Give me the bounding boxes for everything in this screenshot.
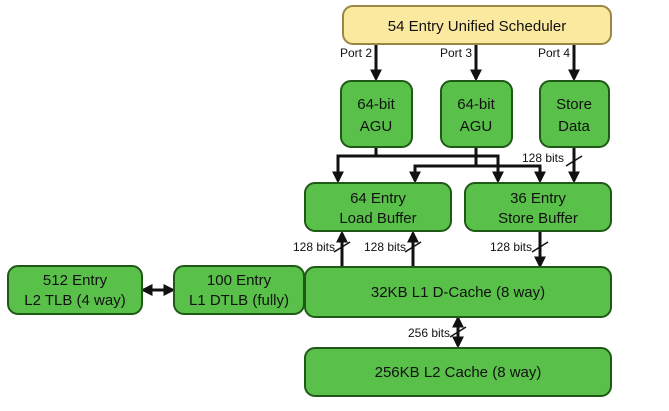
port-labels: Port 2 Port 3 Port 4: [340, 46, 570, 60]
slash-load-left: [333, 241, 351, 253]
agu2-box: 64-bit AGU: [440, 80, 513, 148]
scheduler-box: 54 Entry Unified Scheduler: [342, 5, 612, 45]
l2-tlb-label-line1: 512 Entry: [43, 272, 108, 289]
port-4-label: Port 4: [538, 46, 570, 60]
l2-tlb-label-line2: L2 TLB (4 way): [24, 292, 125, 309]
l1-dcache-box: 32KB L1 D-Cache (8 way): [304, 266, 612, 318]
slash-store-data: [565, 155, 583, 167]
load-buffer-label-line2: Load Buffer: [339, 210, 416, 227]
store-buffer-label-line1: 36 Entry: [510, 190, 566, 207]
load-buffer-box: 64 Entry Load Buffer: [304, 182, 452, 232]
port-3-label: Port 3: [440, 46, 472, 60]
agu2-to-store-buffer-wire: [476, 164, 546, 184]
store-data-bus-label: 128 bits: [522, 151, 564, 165]
slash-l2: [449, 326, 467, 338]
store-data-label-line2: Data: [558, 118, 590, 135]
l1-dcache-rect: [304, 266, 612, 318]
agu1-label-line1: 64-bit: [357, 96, 395, 113]
scheduler-rect: [342, 5, 612, 45]
slash-load-right: [404, 241, 422, 253]
scheduler-label: 54 Entry Unified Scheduler: [388, 18, 566, 35]
load-buffer-rect: [304, 182, 452, 232]
agu2-label-line2: AGU: [460, 118, 493, 135]
l2-tlb-box: 512 Entry L2 TLB (4 way): [7, 265, 143, 315]
agu1-box: 64-bit AGU: [340, 80, 413, 148]
dcache-l2-bus-label: 256 bits: [408, 326, 450, 340]
store-buffer-rect: [464, 182, 612, 232]
store-buffer-box: 36 Entry Store Buffer: [464, 182, 612, 232]
l1-dtlb-label-line2: L1 DTLB (fully): [189, 292, 289, 309]
agu1-to-store-buffer-wire: [376, 154, 504, 184]
bus-slashes: [333, 155, 583, 338]
agu2-label-line1: 64-bit: [457, 96, 495, 113]
agu1-rect: [340, 80, 413, 148]
dcache-load-right-bus-label: 128 bits: [364, 240, 406, 254]
dcache-load-left-bus-label: 128 bits: [293, 240, 335, 254]
agu2-rect: [440, 80, 513, 148]
store-buffer-label-line2: Store Buffer: [498, 210, 578, 227]
l2-tlb-rect: [7, 265, 143, 315]
port-2-label: Port 2: [340, 46, 372, 60]
agu1-to-load-buffer-wire: [332, 146, 378, 184]
l2-cache-box: 256KB L2 Cache (8 way): [304, 347, 612, 397]
l1-dcache-label: 32KB L1 D-Cache (8 way): [371, 284, 545, 301]
wires: [140, 43, 580, 349]
slash-store-buffer: [531, 241, 549, 253]
load-buffer-label-line1: 64 Entry: [350, 190, 406, 207]
bus-labels: 128 bits 128 bits 128 bits 128 bits 256 …: [293, 151, 564, 340]
l1-dtlb-box: 100 Entry L1 DTLB (fully): [173, 265, 305, 315]
l1-dtlb-label-line1: 100 Entry: [207, 272, 272, 289]
store-data-rect: [539, 80, 610, 148]
store-data-label-line1: Store: [556, 96, 592, 113]
agu1-label-line2: AGU: [360, 118, 393, 135]
store-buffer-bus-label: 128 bits: [490, 240, 532, 254]
agu2-to-load-buffer-wire: [409, 146, 478, 184]
store-data-box: Store Data: [539, 80, 610, 148]
l2-cache-label: 256KB L2 Cache (8 way): [375, 364, 542, 381]
l2-cache-rect: [304, 347, 612, 397]
